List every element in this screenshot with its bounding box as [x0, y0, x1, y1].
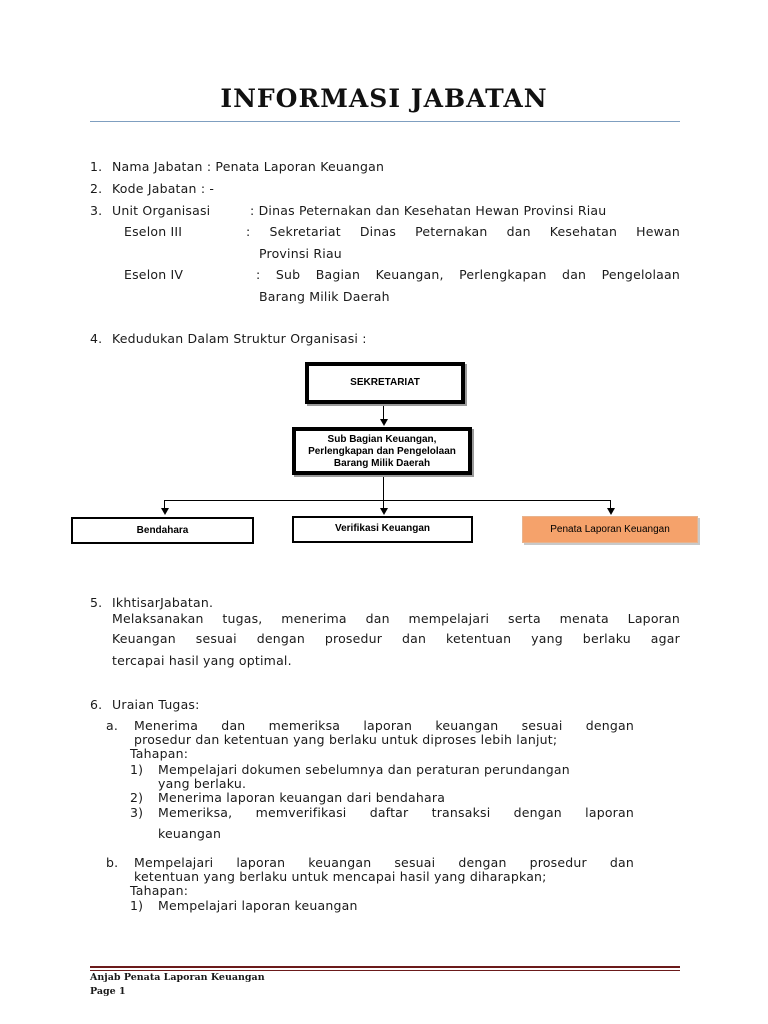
task-a-step1-line2: yang berlaku.	[158, 776, 247, 791]
org-box-bendahara: Bendahara	[71, 517, 254, 544]
arrow-down-icon	[380, 419, 388, 426]
task-b-step1: Mempelajari laporan keuangan	[158, 898, 358, 913]
title-underline	[90, 121, 680, 122]
eselon-iv-value-cont: Barang Milik Daerah	[259, 289, 390, 304]
footer-rule-thin	[90, 970, 680, 971]
step-number: 1)	[130, 762, 144, 777]
task-a-tahapan: Tahapan:	[130, 746, 189, 761]
nama-jabatan: Nama Jabatan : Penata Laporan Keuangan	[112, 159, 385, 174]
task-a-step3-line2: keuangan	[158, 826, 222, 841]
uraian-heading: Uraian Tugas:	[112, 697, 200, 712]
task-letter: a.	[106, 718, 119, 733]
connector-line	[383, 406, 384, 420]
task-a-step2: Menerima laporan keuangan dari bendahara	[158, 790, 446, 805]
arrow-down-icon	[607, 508, 615, 515]
footer-rule	[90, 966, 680, 968]
task-a-step1-line1: Mempelajari dokumen sebelumnya dan perat…	[158, 762, 570, 777]
arrow-down-icon	[380, 508, 388, 515]
eselon-iii-value-cont: Provinsi Riau	[259, 246, 342, 261]
item-number: 5.	[90, 595, 103, 610]
ikhtisar-text-line3: tercapai hasil yang optimal.	[112, 653, 292, 668]
ikhtisar-text-line1: Melaksanakan tugas, menerima dan mempela…	[112, 611, 680, 626]
org-box-sub-bagian: Sub Bagian Keuangan, Perlengkapan dan Pe…	[292, 427, 472, 475]
item-number: 6.	[90, 697, 103, 712]
eselon-iii-label: Eselon III	[124, 224, 183, 239]
arrow-down-icon	[161, 508, 169, 515]
connector-line	[610, 500, 611, 509]
item-number: 3.	[90, 203, 103, 218]
org-box-sub-bagian-line1: Sub Bagian Keuangan,	[327, 434, 437, 445]
connector-line	[383, 477, 384, 509]
connector-horizontal	[164, 500, 611, 501]
org-box-sub-bagian-line2: Perlengkapan dan Pengelolaan	[308, 446, 456, 457]
connector-line	[164, 500, 165, 509]
ikhtisar-heading: IkhtisarJabatan.	[112, 595, 214, 610]
ikhtisar-text-line2: Keuangan sesuai dengan prosedur dan kete…	[112, 631, 680, 646]
org-box-sekretariat: SEKRETARIAT	[305, 362, 465, 404]
item-number: 2.	[90, 181, 103, 196]
task-letter: b.	[106, 855, 119, 870]
unit-organisasi-label: Unit Organisasi	[112, 203, 211, 218]
item-number: 4.	[90, 331, 103, 346]
task-a-step3-line1: Memeriksa, memverifikasi daftar transaks…	[158, 805, 634, 820]
task-b-tahapan: Tahapan:	[130, 883, 189, 898]
step-number: 3)	[130, 805, 144, 820]
step-number: 1)	[130, 898, 144, 913]
eselon-iv-value: : Sub Bagian Keuangan, Perlengkapan dan …	[256, 267, 680, 282]
eselon-iii-value: : Sekretariat Dinas Peternakan dan Keseh…	[246, 224, 680, 239]
footer-document-name: Anjab Penata Laporan Keuangan	[90, 972, 265, 983]
org-box-sub-bagian-line3: Barang Milik Daerah	[333, 458, 431, 469]
task-b-line2: ketentuan yang berlaku untuk mencapai ha…	[134, 869, 547, 884]
org-box-verifikasi: Verifikasi Keuangan	[292, 516, 473, 543]
item-number: 1.	[90, 159, 103, 174]
page-title: INFORMASI JABATAN	[220, 84, 548, 113]
step-number: 2)	[130, 790, 144, 805]
unit-organisasi-value: : Dinas Peternakan dan Kesehatan Hewan P…	[250, 203, 607, 218]
eselon-iv-label: Eselon IV	[124, 267, 184, 282]
task-a-line1: Menerima dan memeriksa laporan keuangan …	[134, 718, 634, 733]
kode-jabatan: Kode Jabatan : -	[112, 181, 215, 196]
task-b-line1: Mempelajari laporan keuangan sesuai deng…	[134, 855, 634, 870]
org-box-penata: Penata Laporan Keuangan	[522, 516, 698, 543]
task-a-line2: prosedur dan ketentuan yang berlaku untu…	[134, 732, 558, 747]
footer-page-number: Page 1	[90, 986, 126, 997]
kedudukan-heading: Kedudukan Dalam Struktur Organisasi :	[112, 331, 367, 346]
